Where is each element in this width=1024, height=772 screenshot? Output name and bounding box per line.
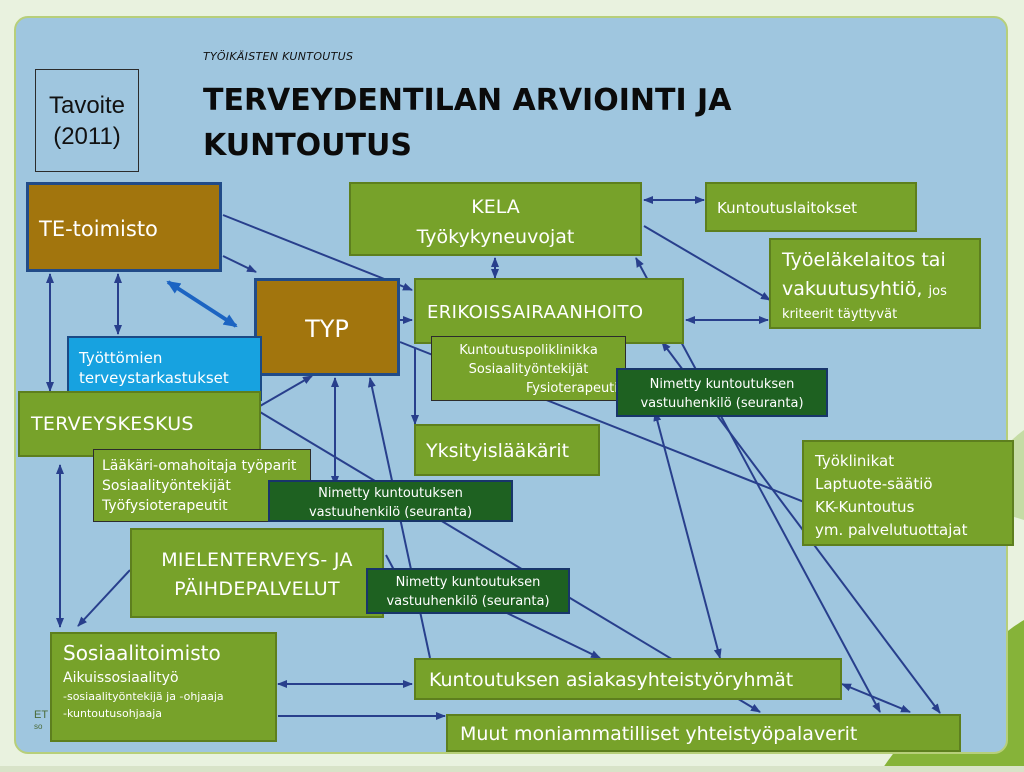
- connector: [653, 411, 722, 659]
- goal-box: Tavoite (2011): [35, 69, 139, 172]
- tyoklinikat-line-3: KK-Kuntoutus: [815, 498, 915, 516]
- title-line-2: KUNTOUTUS: [203, 128, 412, 163]
- node-te-toimisto-label: TE-toimisto: [39, 217, 158, 241]
- tk-staff-line-2: Sosiaalityöntekijät: [102, 478, 231, 494]
- node-erikoissairaanhoito-label: ERIKOISSAIRAANHOITO: [427, 302, 644, 323]
- tyottomien-line-2: terveystarkastukset: [79, 369, 229, 387]
- node-te-toimisto: TE-toimisto: [26, 182, 222, 272]
- node-tyoelakelaitos: Työeläkelaitos tai vakuutusyhtiö, jos kr…: [769, 238, 981, 329]
- node-nimetty-vastuuhenkilo-terveyskeskus: Nimetty kuntoutuksen vastuuhenkilö (seur…: [268, 480, 513, 522]
- mielenterveys-line-2: PÄIHDEPALVELUT: [174, 578, 340, 600]
- node-kela-subtitle: Työkykyneuvojat: [416, 226, 575, 248]
- sosiaalitoimisto-staff-1: -sosiaalityöntekijä ja -ohjaaja: [63, 690, 224, 703]
- connector: [222, 255, 257, 273]
- node-tyoelakelaitos-jos: jos: [928, 284, 947, 299]
- node-terveyskeskus-label: TERVEYSKESKUS: [31, 413, 194, 435]
- slide-title: TERVEYDENTILAN ARVIOINTI JA KUNTOUTUS: [203, 78, 843, 168]
- poliklinikka-line-1: Kuntoutuspoliklinikka: [459, 343, 598, 358]
- node-yksityislaakarit: Yksityislääkärit: [414, 424, 600, 476]
- tyottomien-line-1: Työttömien: [79, 349, 163, 367]
- node-kela: KELA Työkykyneuvojat: [349, 182, 642, 256]
- nimetty-mt-line-1: Nimetty kuntoutuksen: [395, 575, 541, 590]
- node-typ-label: TYP: [305, 315, 349, 343]
- node-muut-yhteistyopalaverit: Muut moniammatilliset yhteistyöpalaverit: [446, 714, 961, 752]
- slide-kicker: TYÖIKÄISTEN KUNTOUTUS: [203, 50, 354, 63]
- goal-label: Tavoite: [48, 91, 126, 119]
- node-poliklinikka: Kuntoutuspoliklinikka Sosiaalityöntekijä…: [431, 336, 626, 401]
- node-kela-title: KELA: [471, 196, 520, 218]
- node-asiakasyhteistyoryhmat: Kuntoutuksen asiakasyhteistyöryhmät: [414, 658, 842, 700]
- goal-year: (2011): [53, 122, 121, 150]
- nimetty-tk-line-2: vastuuhenkilö (seuranta): [308, 505, 473, 520]
- node-tyoelakelaitos-line2: vakuutusyhtiö,: [782, 278, 923, 300]
- connector: [259, 375, 313, 407]
- tyoklinikat-line-1: Työklinikat: [815, 452, 895, 470]
- connector: [77, 569, 131, 627]
- poliklinikka-line-2: Sosiaalityöntekijät: [468, 362, 589, 377]
- asiakasyhteistyo-label: Kuntoutuksen asiakasyhteistyöryhmät: [429, 669, 794, 691]
- bottom-strip: [0, 766, 1024, 772]
- poliklinikka-line-3: Fysioterapeutit: [525, 381, 623, 396]
- tyoklinikat-line-4: ym. palvelutuottajat: [815, 521, 968, 539]
- connector: [841, 683, 911, 713]
- corner-text-2: so: [34, 722, 43, 731]
- connector: [166, 280, 238, 328]
- node-tyottomien-terveystarkastukset: Työttömien terveystarkastukset: [67, 336, 262, 401]
- nimetty-line-2: vastuuhenkilö (seuranta): [640, 396, 804, 411]
- node-kuntoutuslaitokset: Kuntoutuslaitokset: [705, 182, 917, 232]
- corner-logo-text: ET so: [34, 710, 48, 732]
- node-kuntoutuslaitokset-label: Kuntoutuslaitokset: [717, 199, 858, 217]
- sosiaalitoimisto-staff-2: -kuntoutusohjaaja: [63, 707, 163, 720]
- tyoklinikat-line-2: Laptuote-säätiö: [815, 475, 933, 493]
- sosiaalitoimisto-title: Sosiaalitoimisto: [63, 641, 221, 665]
- sosiaalitoimisto-subtitle: Aikuissosiaalityö: [63, 670, 179, 686]
- nimetty-tk-line-1: Nimetty kuntoutuksen: [318, 486, 463, 501]
- node-yksityislaakarit-label: Yksityislääkärit: [426, 440, 570, 462]
- tk-staff-line-3: Työfysioterapeutit: [102, 498, 228, 514]
- node-tyoklinikat: Työklinikat Laptuote-säätiö KK-Kuntoutus…: [802, 440, 1014, 546]
- nimetty-mt-line-2: vastuuhenkilö (seuranta): [386, 594, 550, 609]
- node-erikoissairaanhoito: ERIKOISSAIRAANHOITO: [414, 278, 684, 344]
- node-nimetty-vastuuhenkilo-erikoissairaanhoito: Nimetty kuntoutuksen vastuuhenkilö (seur…: [616, 368, 828, 417]
- node-typ: TYP: [254, 278, 400, 376]
- mielenterveys-line-1: MIELENTERVEYS- JA: [161, 549, 353, 571]
- muut-label: Muut moniammatilliset yhteistyöpalaverit: [460, 723, 858, 745]
- node-tyoelakelaitos-line1: Työeläkelaitos tai: [782, 249, 946, 271]
- corner-text-1: ET: [34, 709, 49, 721]
- tk-staff-line-1: Lääkäri-omahoitaja työparit: [102, 458, 297, 474]
- title-line-1: TERVEYDENTILAN ARVIOINTI JA: [203, 83, 732, 118]
- node-sosiaalitoimisto: Sosiaalitoimisto Aikuissosiaalityö -sosi…: [50, 632, 277, 742]
- connector: [222, 214, 413, 291]
- node-terveyskeskus: TERVEYSKESKUS: [18, 391, 261, 457]
- nimetty-line-1: Nimetty kuntoutuksen: [649, 377, 795, 392]
- node-tyoelakelaitos-line3: kriteerit täyttyvät: [782, 307, 898, 322]
- node-nimetty-vastuuhenkilo-mielenterveys: Nimetty kuntoutuksen vastuuhenkilö (seur…: [366, 568, 570, 614]
- node-mielenterveys-paihdepalvelut: MIELENTERVEYS- JA PÄIHDEPALVELUT: [130, 528, 384, 618]
